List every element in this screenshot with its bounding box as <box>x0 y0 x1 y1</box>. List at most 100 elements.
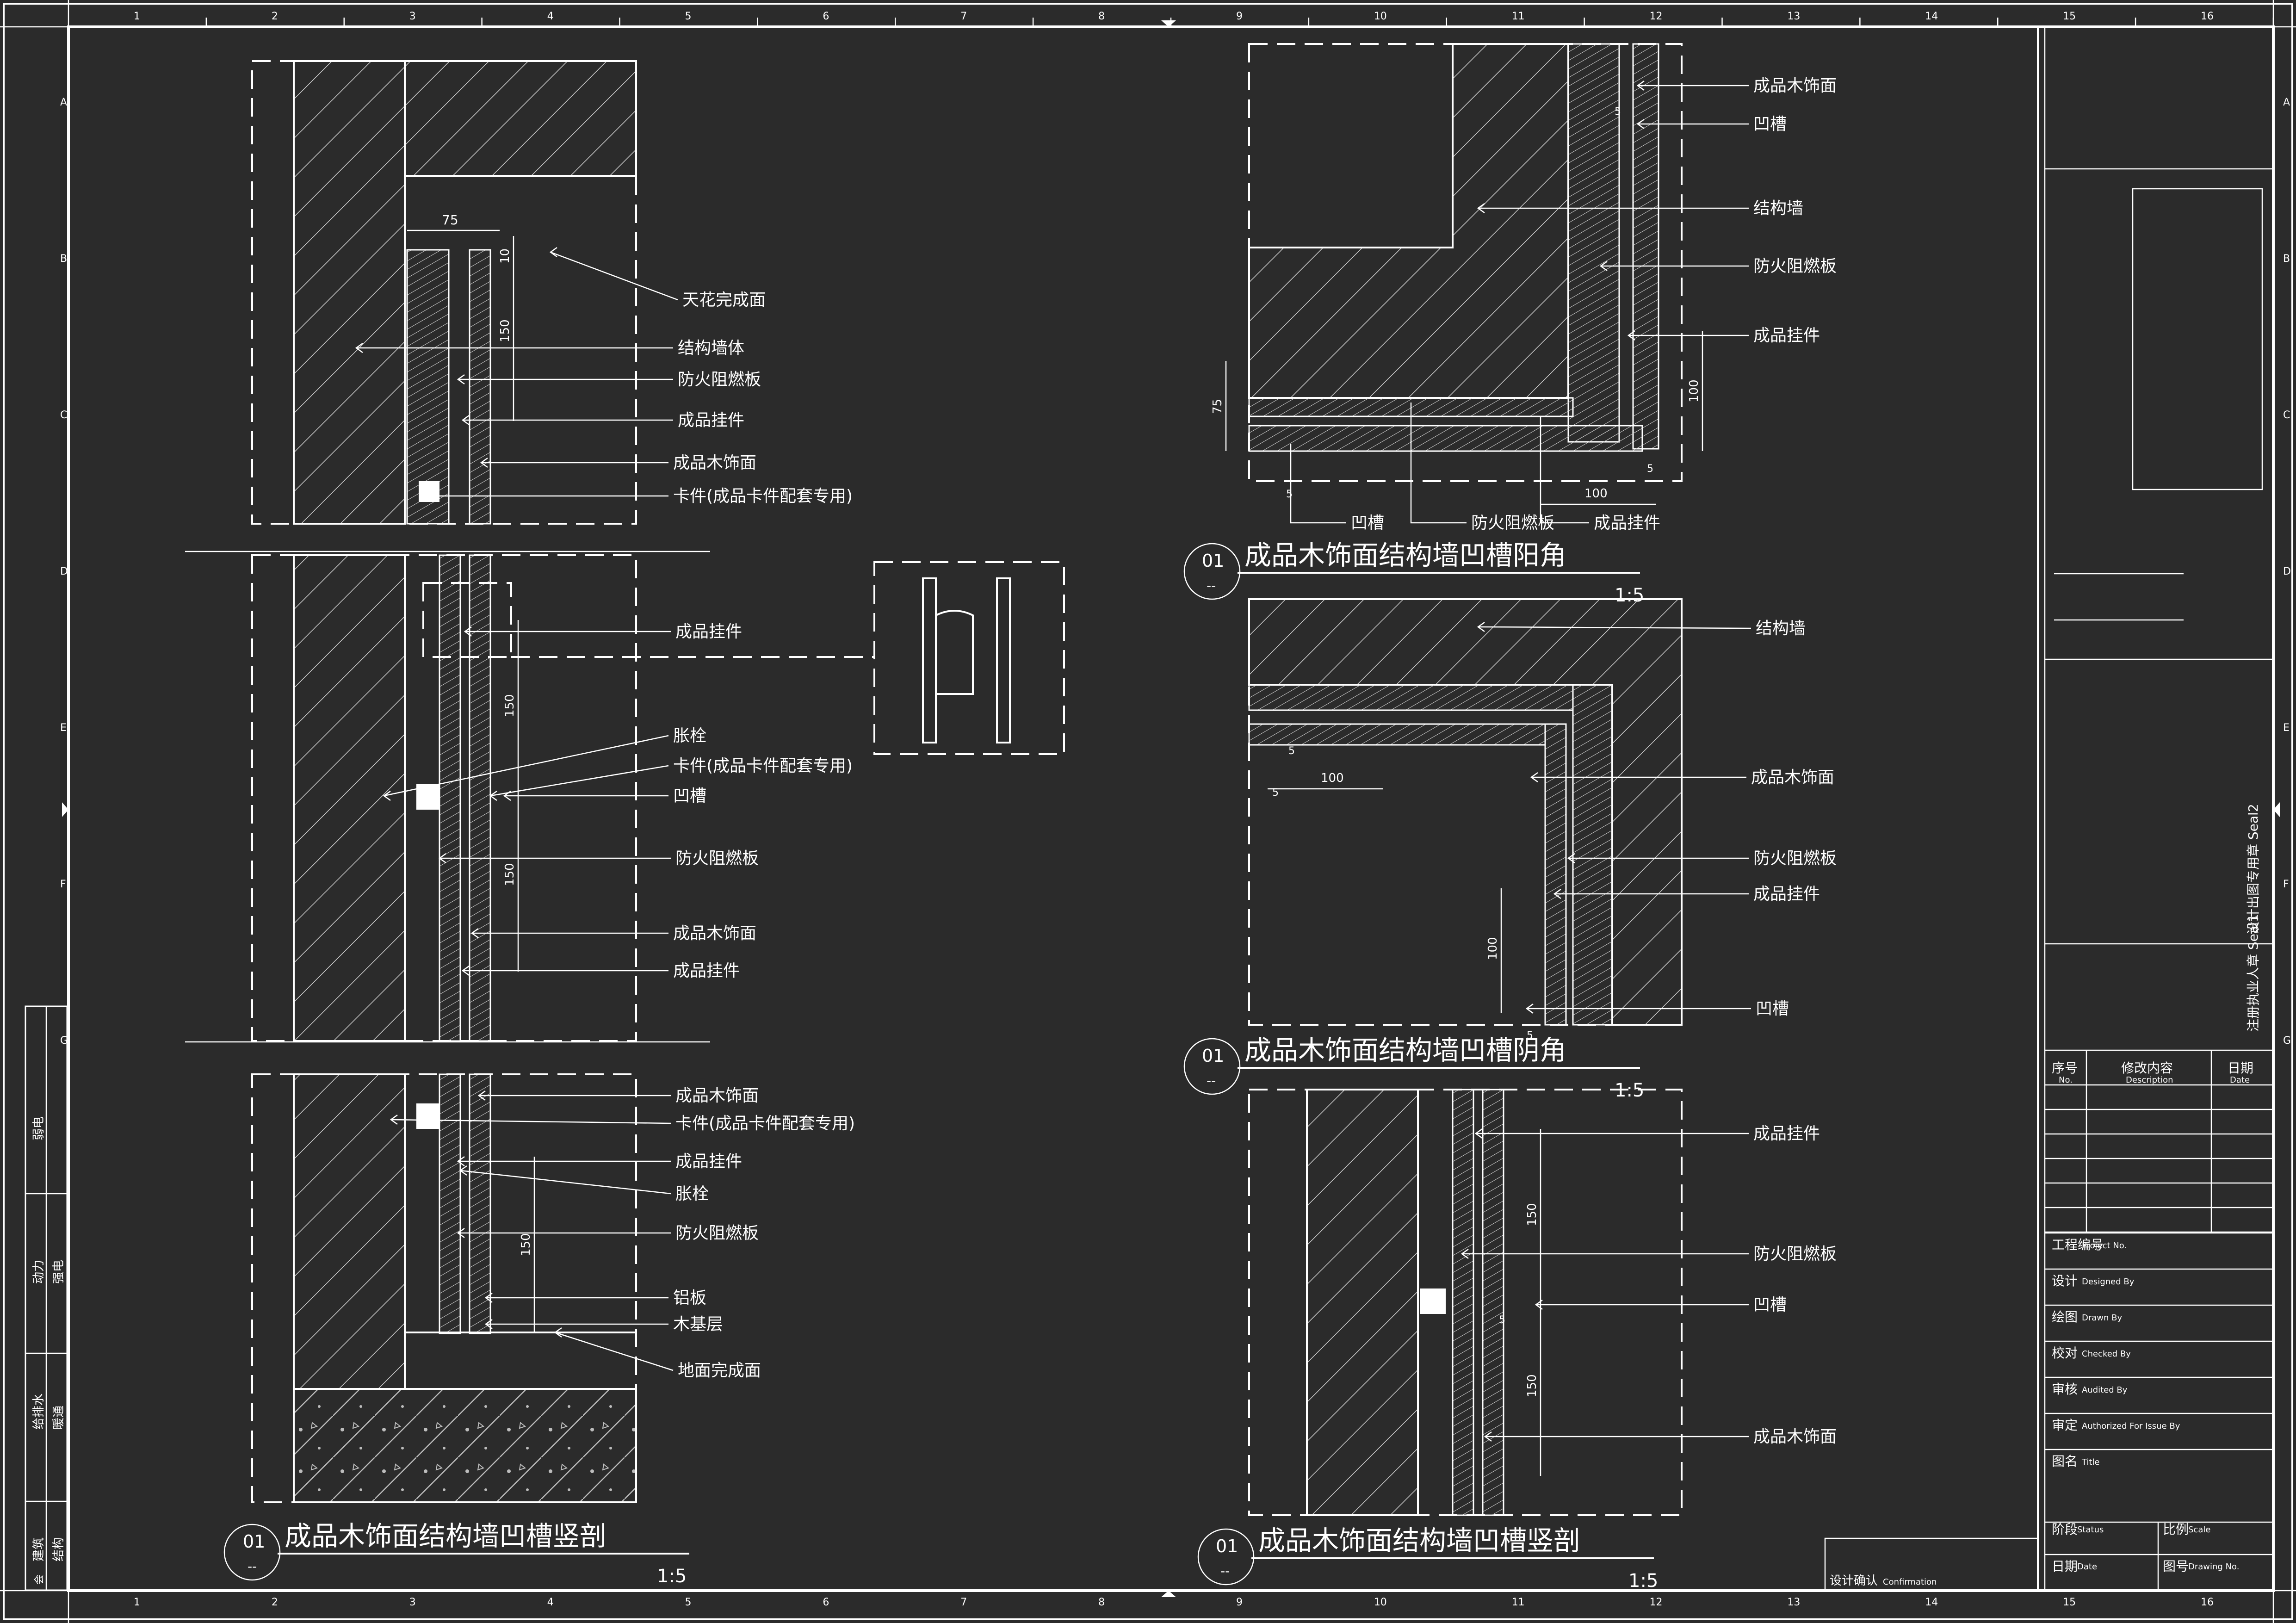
callout-label: 铝板 <box>673 1288 706 1307</box>
callout-label: 成品木饰面 <box>1753 76 1837 95</box>
tb-field-en: Designed By <box>2082 1277 2135 1287</box>
svg-text:5: 5 <box>1272 787 1279 799</box>
svg-text:Drawing No.: Drawing No. <box>2188 1562 2239 1572</box>
callout-label: 成品木饰面 <box>673 453 756 472</box>
grid-col-label: 7 <box>960 11 967 22</box>
tb-field-cn: 工程编号 <box>2052 1237 2104 1252</box>
top-right-title: 成品木饰面结构墙凹槽阳角 <box>1244 539 1566 571</box>
grid-col-label: 13 <box>1787 1597 1800 1608</box>
svg-text:结构: 结构 <box>52 1537 66 1561</box>
grid-col-label: 15 <box>2063 11 2076 22</box>
grid-row-label: G <box>2283 1035 2291 1047</box>
svg-text:5: 5 <box>1499 1314 1505 1326</box>
center-marker-bottom <box>1161 1591 1176 1597</box>
grid-labels: 1122334455667788991010111112121313141415… <box>60 11 2291 1608</box>
svg-text:01: 01 <box>243 1531 265 1552</box>
grid-col-label: 10 <box>1374 1597 1387 1608</box>
svg-text:150: 150 <box>1525 1374 1539 1397</box>
center-marker-right <box>2273 802 2280 817</box>
tb-field-cn: 审核 <box>2052 1381 2078 1397</box>
svg-text:Description: Description <box>2126 1075 2173 1085</box>
grid-col-label: 13 <box>1787 11 1800 22</box>
callout-label: 防火阻燃板 <box>675 1224 759 1243</box>
svg-text:1:5: 1:5 <box>1628 1570 1658 1592</box>
callout-label: 成品木饰面 <box>1751 768 1834 787</box>
left-section: 75 10 150 150 150 150 天花完成面结构墙体防火阻燃板成品挂件… <box>185 60 855 1587</box>
grid-col-label: 2 <box>272 11 278 22</box>
callout-label: 成品木饰面 <box>673 924 756 943</box>
grid-col-label: 11 <box>1512 11 1525 22</box>
grid-col-label: 15 <box>2063 1597 2076 1608</box>
grid-row-label: F <box>2283 879 2289 890</box>
svg-text:75: 75 <box>1211 399 1225 414</box>
tb-field-en: Title <box>2081 1457 2100 1467</box>
svg-text:--: -- <box>1207 578 1216 593</box>
svg-text:Confirmation: Confirmation <box>1883 1577 1937 1587</box>
grid-col-label: 10 <box>1374 11 1387 22</box>
grid-row-label: D <box>2283 566 2291 577</box>
grid-col-label: 14 <box>1925 11 1938 22</box>
callout-label: 凹槽 <box>1756 999 1789 1018</box>
grid-col-label: 1 <box>134 11 140 22</box>
callout-label: 成品挂件 <box>673 961 740 980</box>
grid-col-label: 11 <box>1512 1597 1525 1608</box>
grid-col-label: 16 <box>2201 1597 2214 1608</box>
svg-text:设计出图专用章 Seal2: 设计出图专用章 Seal2 <box>2246 804 2261 935</box>
svg-text:01: 01 <box>1216 1536 1238 1556</box>
svg-text:--: -- <box>1220 1563 1230 1579</box>
callout-label: 防火阻燃板 <box>675 849 759 868</box>
grid-col-label: 4 <box>547 1597 554 1608</box>
detail-callout <box>511 561 1065 755</box>
callout-label: 胀栓 <box>673 726 706 745</box>
center-marker-top <box>1161 20 1176 27</box>
callout-label: 成品挂件 <box>1753 885 1820 904</box>
grid-row-label: D <box>60 566 68 577</box>
svg-text:150: 150 <box>519 1233 533 1256</box>
grid-col-label: 2 <box>272 1597 278 1608</box>
callout-label: 地面完成面 <box>678 1361 761 1380</box>
tb-field-en: Authorized For Issue By <box>2082 1421 2180 1431</box>
left-title: 成品木饰面结构墙凹槽竖剖 <box>285 1520 606 1552</box>
svg-text:150: 150 <box>1525 1203 1539 1226</box>
callout-label: 卡件(成品卡件配套专用) <box>675 1114 855 1133</box>
svg-text:Date: Date <box>2230 1075 2250 1085</box>
grid-col-label: 6 <box>823 1597 829 1608</box>
svg-text:注册执业人章 Seal1: 注册执业人章 Seal1 <box>2246 914 2261 1032</box>
grid-row-label: E <box>60 722 67 734</box>
svg-text:5: 5 <box>1288 745 1295 757</box>
svg-text:会: 会 <box>34 1574 45 1585</box>
svg-text:5: 5 <box>1647 463 1653 475</box>
callout-label: 胀栓 <box>675 1184 709 1203</box>
grid-col-label: 8 <box>1098 1597 1105 1608</box>
tb-field-cn: 绘图 <box>2052 1309 2078 1325</box>
title-block: 设计出图专用章 Seal2 注册执业人章 Seal1 序号 No. 修改内容 D… <box>1824 27 2273 1592</box>
svg-text:图号: 图号 <box>2163 1559 2189 1574</box>
tb-field-cn: 设计 <box>2052 1273 2078 1288</box>
top-right-section: 75 100 100 5 5 5 成品木饰面凹槽结构墙防火阻燃板成品挂件凹槽防火… <box>1183 43 1837 606</box>
grid-col-label: 12 <box>1650 1597 1663 1608</box>
svg-text:5: 5 <box>1527 1030 1533 1041</box>
svg-text:给排水: 给排水 <box>32 1394 46 1430</box>
callout-label: 防火阻燃板 <box>678 370 761 389</box>
grid-col-label: 16 <box>2201 11 2214 22</box>
grid-row-label: C <box>2283 409 2290 421</box>
grid-row-label: B <box>2283 253 2290 265</box>
grid-col-label: 5 <box>685 1597 691 1608</box>
grid-col-label: 9 <box>1236 1597 1243 1608</box>
svg-text:100: 100 <box>1687 379 1701 403</box>
grid-col-label: 7 <box>960 1597 967 1608</box>
grid-col-label: 12 <box>1650 11 1663 22</box>
svg-text:Scale: Scale <box>2188 1525 2210 1535</box>
svg-text:150: 150 <box>498 319 512 342</box>
callout-label: 成品挂件 <box>1753 326 1820 345</box>
svg-text:01: 01 <box>1202 1046 1224 1066</box>
svg-text:强电: 强电 <box>52 1260 66 1284</box>
grid-row-label: G <box>60 1035 68 1047</box>
callout-label: 防火阻燃板 <box>1753 849 1837 868</box>
callout-label: 成品木饰面 <box>1753 1427 1837 1446</box>
grid-col-label: 1 <box>134 1597 140 1608</box>
svg-text:日期: 日期 <box>2052 1559 2078 1574</box>
tb-field-cn: 审定 <box>2052 1418 2078 1433</box>
